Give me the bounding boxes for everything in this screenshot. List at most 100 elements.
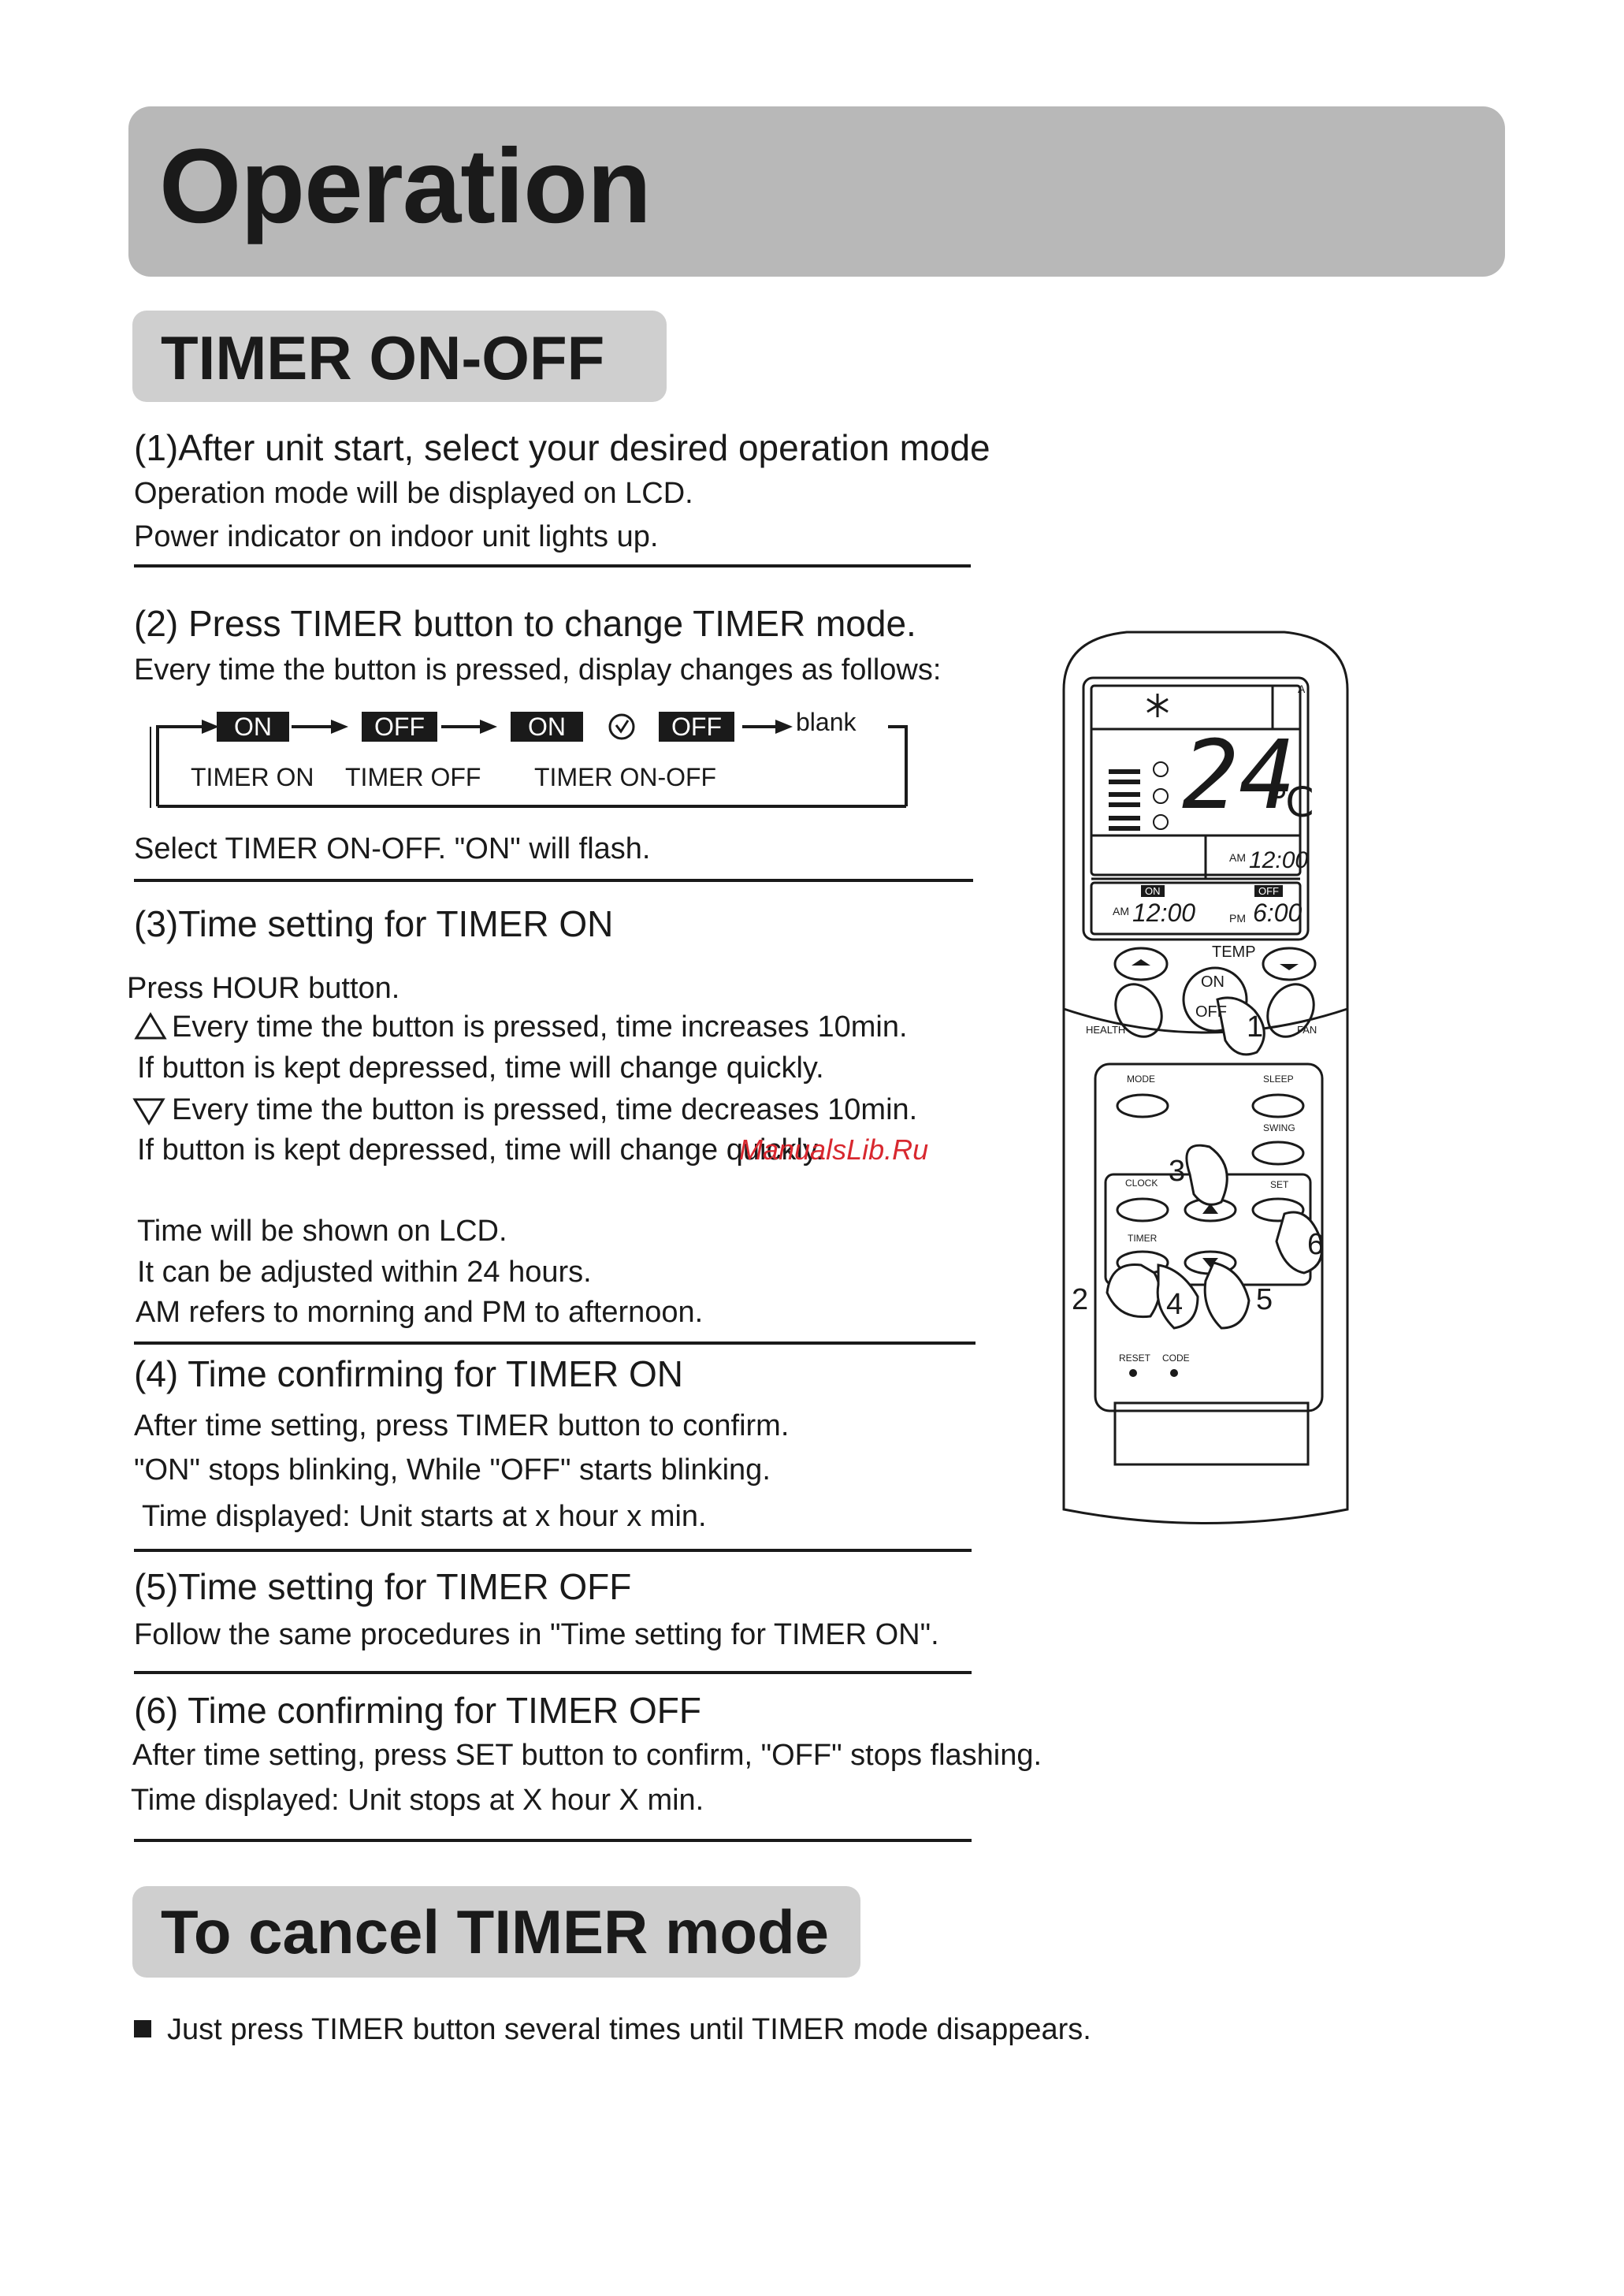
- sleep-label: SLEEP: [1263, 1074, 1294, 1085]
- step3-line: Every time the button is pressed, time d…: [172, 1093, 918, 1126]
- divider: [134, 879, 973, 882]
- seq-label: TIMER ON-OFF: [534, 763, 717, 791]
- callout-number: 6: [1307, 1228, 1325, 1261]
- step3-line: Every time the button is pressed, time i…: [172, 1010, 908, 1044]
- step1-line: Operation mode will be displayed on LCD.: [134, 477, 693, 510]
- on-off-button: [1182, 966, 1248, 1033]
- seq-label: TIMER ON: [191, 763, 314, 791]
- lcd-corner-label: A: [1298, 683, 1306, 695]
- seq-label: TIMER OFF: [345, 763, 481, 791]
- lcd-on-ampm: AM: [1113, 905, 1129, 917]
- step2-note: Select TIMER ON-OFF. "ON" will flash.: [134, 832, 651, 865]
- divider: [134, 564, 971, 567]
- divider: [134, 1342, 976, 1345]
- step1-heading: (1)After unit start, select your desired…: [134, 427, 990, 468]
- step6-heading: (6) Time confirming for TIMER OFF: [134, 1690, 701, 1731]
- set-button: [1251, 1197, 1305, 1222]
- temp-label: TEMP: [1212, 943, 1256, 961]
- sleep-button: [1251, 1093, 1305, 1118]
- hand-pointer-icon: [1156, 1263, 1199, 1330]
- remote-control-illustration: [1062, 631, 1349, 1524]
- bullet-square-icon: [134, 2020, 151, 2037]
- set-label: SET: [1270, 1179, 1289, 1190]
- remote-base-window: [1113, 1401, 1310, 1466]
- lcd-frame: [1082, 676, 1310, 941]
- clock-button: [1116, 1197, 1169, 1222]
- off-label: OFF: [1195, 1003, 1227, 1021]
- fan-icon: [1153, 761, 1169, 777]
- step6-line: After time setting, press SET button to …: [132, 1739, 1042, 1772]
- divider: [134, 1549, 972, 1552]
- snowflake-icon: [1146, 694, 1169, 717]
- lcd-off-time: 6:00: [1253, 899, 1303, 927]
- step6-line: Time displayed: Unit stops at X hour X m…: [131, 1784, 704, 1817]
- fan-button: [1266, 983, 1315, 1038]
- mode-button: [1116, 1093, 1169, 1118]
- step3-line: AM refers to morning and PM to afternoon…: [136, 1296, 704, 1329]
- swing-button: [1251, 1141, 1305, 1166]
- section-title-timer-on-off: TIMER ON-OFF: [161, 323, 605, 393]
- lcd-temperature: 24: [1182, 721, 1296, 831]
- lcd-off-ampm: PM: [1229, 912, 1246, 925]
- lcd-temp-unit: ℃: [1269, 780, 1315, 826]
- callout-number: 2: [1072, 1283, 1089, 1316]
- seq-off-box: OFF: [659, 712, 734, 742]
- lcd-on-tag: ON: [1141, 885, 1165, 897]
- seq-on-box: ON: [217, 712, 289, 742]
- dry-icon: [1153, 788, 1169, 804]
- lcd-off-tag: OFF: [1254, 885, 1283, 897]
- step3-line: Time will be shown on LCD.: [137, 1215, 507, 1248]
- lcd-clock-ampm: AM: [1229, 851, 1246, 864]
- seq-on-box: ON: [511, 712, 583, 742]
- watermark: ManualsLib.Ru: [739, 1133, 929, 1166]
- callout-number: 5: [1256, 1283, 1273, 1316]
- on-label: ON: [1201, 973, 1225, 991]
- cancel-instruction: Just press TIMER button several times un…: [167, 2013, 1091, 2046]
- step3-line: If button is kept depressed, time will c…: [137, 1051, 824, 1085]
- step3-heading: (3)Time setting for TIMER ON: [134, 903, 614, 944]
- hand-pointer-icon: [1185, 1144, 1228, 1206]
- callout-number: 4: [1166, 1288, 1184, 1321]
- health-label: HEALTH: [1086, 1024, 1126, 1036]
- timer-sequence-diagram: [150, 713, 908, 808]
- seq-blank-label: blank: [796, 708, 857, 736]
- triangle-down-icon: [132, 1098, 165, 1126]
- hand-pointer-icon: [1275, 1211, 1323, 1275]
- seq-off-box: OFF: [362, 712, 437, 742]
- triangle-up-icon: [134, 1012, 167, 1040]
- step1-line: Power indicator on indoor unit lights up…: [134, 520, 659, 553]
- code-hole: [1170, 1369, 1178, 1377]
- step2-heading: (2) Press TIMER button to change TIMER m…: [134, 603, 916, 644]
- temp-up-button: [1113, 947, 1169, 981]
- health-button: [1114, 983, 1163, 1038]
- reset-hole: [1129, 1369, 1137, 1377]
- step2-line: Every time the button is pressed, displa…: [134, 653, 942, 687]
- remote-body: [1062, 631, 1349, 1524]
- step4-heading: (4) Time confirming for TIMER ON: [134, 1353, 683, 1394]
- step5-line: Follow the same procedures in "Time sett…: [134, 1618, 939, 1651]
- page-title: Operation: [159, 128, 652, 245]
- section-banner: [132, 311, 667, 402]
- lcd-on-time: 12:00: [1132, 899, 1196, 927]
- clock-label: CLOCK: [1125, 1178, 1158, 1189]
- timer-label: TIMER: [1128, 1233, 1158, 1244]
- step5-heading: (5)Time setting for TIMER OFF: [134, 1566, 632, 1607]
- step3-line: If button is kept depressed, time will c…: [137, 1133, 824, 1167]
- step3-line: It can be adjusted within 24 hours.: [137, 1256, 592, 1289]
- section-title-cancel-timer: To cancel TIMER mode: [161, 1897, 830, 1967]
- step4-line: After time setting, press TIMER button t…: [134, 1409, 790, 1442]
- hand-pointer-icon: [1216, 996, 1265, 1056]
- hand-pointer-icon: [1106, 1263, 1161, 1319]
- swing-label: SWING: [1263, 1122, 1295, 1133]
- mode-label: MODE: [1127, 1074, 1155, 1085]
- divider: [134, 1671, 972, 1674]
- section-banner: [132, 1886, 860, 1978]
- lcd-screen: [1090, 684, 1302, 876]
- step4-line: "ON" stops blinking, While "OFF" starts …: [134, 1453, 771, 1487]
- auto-icon: [1153, 814, 1169, 830]
- step4-line: Time displayed: Unit starts at x hour x …: [142, 1500, 707, 1533]
- title-banner: [128, 106, 1505, 277]
- lcd-clock-time: 12:00: [1249, 847, 1309, 873]
- callout-number: 1: [1247, 1010, 1264, 1044]
- temp-down-button: [1262, 947, 1317, 981]
